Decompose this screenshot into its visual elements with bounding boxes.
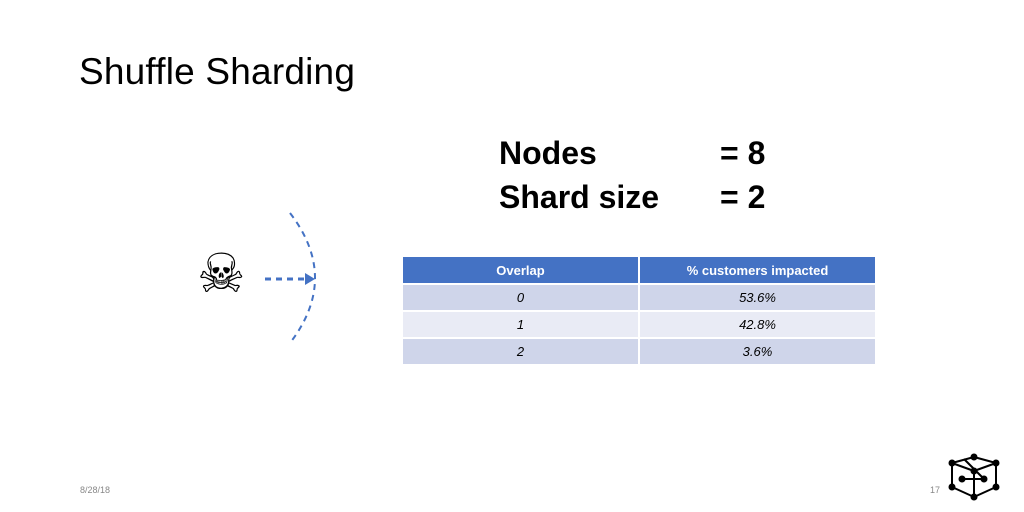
nodes-label: Nodes — [499, 135, 597, 171]
impact-cell: 53.6% — [639, 283, 875, 311]
impact-cell: 42.8% — [639, 310, 875, 338]
footer-date: 8/28/18 — [80, 485, 111, 495]
table-header-row: Overlap % customers impacted — [403, 257, 875, 284]
table-row: 2 3.6% — [403, 337, 875, 364]
overlap-table: Overlap % customers impacted 0 53.6% 1 4… — [403, 257, 875, 364]
table-row: 1 42.8% — [403, 310, 875, 338]
nodes-value: = 8 — [720, 135, 766, 171]
skull-icon: ☠ — [197, 242, 246, 305]
shard-size-value: = 2 — [720, 179, 766, 215]
header-overlap: Overlap — [403, 257, 640, 284]
dashed-arc — [289, 212, 316, 344]
overlap-cell: 1 — [403, 310, 640, 338]
overlap-cell: 0 — [403, 283, 640, 311]
page-number: 17 — [930, 485, 941, 495]
shard-size-label: Shard size — [499, 179, 660, 215]
arrow-head — [305, 273, 315, 285]
impact-cell: 3.6% — [639, 337, 875, 364]
dashed-arrow-arc-graphic — [265, 212, 316, 344]
table-row: 0 53.6% — [403, 283, 875, 311]
slide-title: Shuffle Sharding — [79, 51, 356, 92]
header-customers-impacted: % customers impacted — [639, 257, 875, 284]
overlap-cell: 2 — [403, 337, 640, 364]
cube-graph-logo-icon — [948, 453, 1000, 501]
